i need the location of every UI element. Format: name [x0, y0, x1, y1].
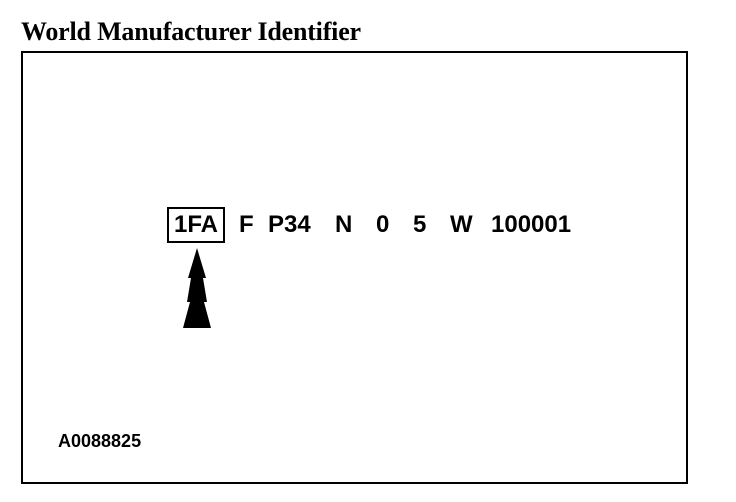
figure-frame — [21, 51, 688, 484]
vin-assembly-plant: W — [450, 211, 473, 238]
vin-wmi-boxed: 1FA — [167, 207, 226, 243]
up-arrow-icon — [183, 248, 211, 328]
vin-serial: 100001 — [491, 211, 572, 238]
vin-restraint: F — [239, 211, 254, 238]
vin-line-series-body: P34 — [268, 211, 311, 238]
figure-code: A0088825 — [58, 431, 142, 451]
vin-check-digit: 0 — [376, 211, 390, 238]
vin-engine: N — [335, 211, 353, 238]
diagram-title: World Manufacturer Identifier — [21, 17, 361, 46]
vin-model-year: 5 — [413, 211, 427, 238]
